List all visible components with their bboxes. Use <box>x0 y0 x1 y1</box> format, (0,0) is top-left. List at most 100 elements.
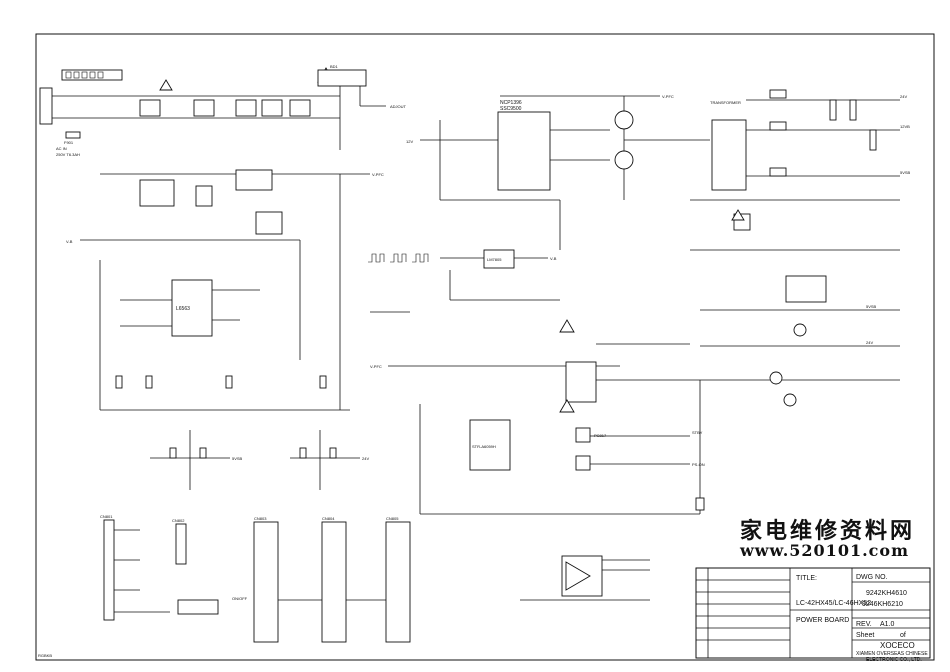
emi-choke-3 <box>235 99 257 117</box>
pfc-section: V-PFC V-B L6563 <box>66 169 384 411</box>
linear-regulator-ic <box>483 249 515 269</box>
resistor <box>225 375 233 389</box>
regulator-section: LM7805 V-B <box>368 249 560 313</box>
bridge-rectifier <box>317 69 367 87</box>
v-pfc-standby-label: V-PFC <box>370 364 382 369</box>
regulator-label: LM7805 <box>487 257 502 262</box>
watermark-chinese: 家电维修资料网 <box>740 518 915 544</box>
output-connector-5 <box>385 521 411 643</box>
ac-input-section: F901 AC IN 250V T6.3AH BD1 ADJOUT <box>39 64 407 157</box>
warning-triangle-icon <box>559 319 575 333</box>
standby-transformer <box>565 361 597 403</box>
resistor <box>319 375 327 389</box>
optocoupler-standby <box>575 427 591 443</box>
connector-1-label: CN801 <box>100 514 113 519</box>
on-off-label: ON/OFF <box>232 596 248 601</box>
5v-output-label: 5VSB <box>900 170 911 175</box>
fuse-rating-label: 250V T6.3AH <box>56 152 80 157</box>
v-pfc-label: V-PFC <box>372 172 384 177</box>
standby-label: STBY <box>692 430 703 435</box>
12v-output-label: 12VB <box>900 124 910 129</box>
resistor <box>695 497 705 511</box>
warning-triangle-icon <box>731 209 745 221</box>
output-connector-3 <box>253 521 279 643</box>
resistor <box>299 447 307 459</box>
connector-5-label: CN805 <box>386 516 399 521</box>
main-ic-label: NCP1396 <box>500 100 522 106</box>
main-controller-section: V-PFC NCP1396 SSC9500 12V <box>406 94 710 250</box>
dwg-label: DWG NO. <box>856 574 888 581</box>
connector-pins <box>65 71 104 79</box>
standby-ic-label: STR-A6059H <box>472 444 496 449</box>
title-label: TITLE: <box>796 575 817 582</box>
secondary-section: TRANSFORMER 24V 12VB 5VSB <box>690 89 911 251</box>
divider-section: 5VSB 24V <box>150 430 369 490</box>
company-line-2: ELECTRONIC CO., LTD. <box>866 657 922 663</box>
adjout-label: ADJOUT <box>390 104 407 109</box>
pfc-controller-ic <box>171 279 213 337</box>
ac-in-label: AC IN <box>56 146 67 151</box>
v-pfc-label-2: V-PFC <box>662 94 674 99</box>
main-ic-part-label: SSC9500 <box>500 106 522 112</box>
5vsb-label: 5VSB <box>232 456 243 461</box>
emi-choke-5 <box>289 99 311 117</box>
filter-cap <box>849 99 857 121</box>
connector-3-label: CN803 <box>254 516 267 521</box>
rev-value: A1.0 <box>880 621 895 628</box>
mosfet-high-side <box>614 110 634 130</box>
dwg-number-1: 9242KH4610 <box>866 590 907 597</box>
regulator-ic-right <box>785 275 827 303</box>
drawing-frame <box>35 33 935 661</box>
warning-triangle-icon <box>559 399 575 413</box>
output-connector-4 <box>321 521 347 643</box>
sheet-label: Sheet <box>856 632 874 639</box>
company-short: XOCECO <box>880 641 915 650</box>
switch-circuit <box>177 599 219 615</box>
opto-label: PC817 <box>594 433 607 438</box>
connector-section: CN801 CN802 CN803 CN804 CN805 ON/OFF LM3… <box>100 514 650 643</box>
output-connector-2 <box>175 523 187 565</box>
company-line-1: XIAMEN OVERSEAS CHINESE <box>856 651 928 657</box>
emi-choke-2 <box>193 99 215 117</box>
main-transformer <box>711 119 747 191</box>
rectifier-diode <box>769 167 787 177</box>
pfc-inductor <box>139 179 175 207</box>
transformer-label: TRANSFORMER <box>710 100 741 105</box>
resistor <box>115 375 123 389</box>
op-amp-symbol <box>565 561 591 591</box>
resistor <box>169 447 177 459</box>
output-connector-1 <box>103 519 115 621</box>
warning-triangle-icon <box>159 79 173 91</box>
connector-top-left <box>61 69 123 81</box>
fuse-label: F901 <box>64 140 74 145</box>
resistor <box>329 447 337 459</box>
v-b-label-2: V-B <box>550 256 557 261</box>
pfc-diode-block <box>235 169 273 191</box>
watermark-url: www.520101.com <box>739 541 909 560</box>
transistor <box>783 393 797 407</box>
standby-ic <box>469 419 511 471</box>
transistor <box>769 371 783 385</box>
model-label: LC-42HX45/LC-46HX52 <box>796 600 871 607</box>
24v-output-label: 24V <box>900 94 907 99</box>
pfc-aux-block <box>255 211 283 235</box>
board-name: POWER BOARD <box>796 617 849 624</box>
connector-2-label: CN802 <box>172 518 185 523</box>
main-controller-ic <box>497 111 551 191</box>
ps-on-label: PS-ON <box>692 462 705 467</box>
transistor <box>793 323 807 337</box>
resistor <box>145 375 153 389</box>
pfc-mosfet <box>195 185 213 207</box>
connector-4-label: CN804 <box>322 516 335 521</box>
pfc-ic-label: L6563 <box>176 306 190 312</box>
rectifier-diode <box>769 121 787 131</box>
24v-right-label: 24V <box>866 340 873 345</box>
rev-label: REV. <box>856 621 872 628</box>
filter-cap <box>829 99 837 121</box>
fuse-symbol <box>65 131 81 139</box>
emi-choke-1 <box>139 99 161 117</box>
title-block: TITLE: LC-42HX45/LC-46HX52 POWER BOARD D… <box>695 567 931 663</box>
right-regulation-section: 5VSB 24V <box>700 275 900 407</box>
bridge-label: BD1 <box>330 64 339 69</box>
